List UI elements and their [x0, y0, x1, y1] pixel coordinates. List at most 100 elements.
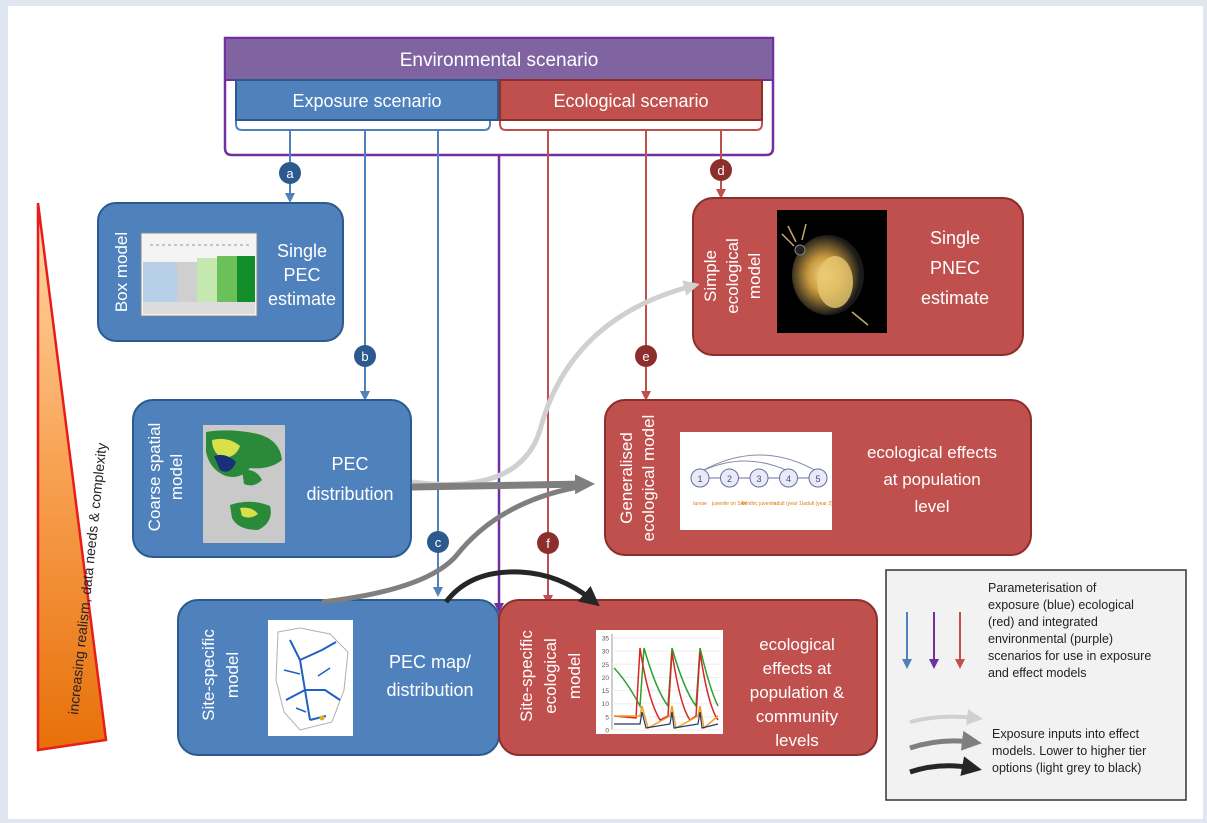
life-stage-number: 3 — [756, 474, 761, 484]
mid-grey-arrow-lower — [321, 483, 585, 605]
box-model-line-3: estimate — [268, 289, 336, 309]
marker-b: b — [354, 345, 376, 367]
life-stage-label: juvenile on SAV — [711, 501, 748, 507]
life-stage-number: 2 — [727, 474, 732, 484]
generalised-line-1: ecological effects — [867, 443, 997, 462]
svg-text:a: a — [286, 166, 294, 181]
site-exposure-side-label-1: Site-specific — [199, 629, 218, 721]
exposure-scenario: Exposure scenario — [235, 79, 499, 131]
mid-grey-arrow-upper — [411, 474, 595, 495]
life-stage-label: benthic juvenile — [742, 501, 777, 507]
time-series-tick-label: 35 — [602, 636, 610, 643]
simple-model-side-label-1: Simple — [701, 250, 720, 302]
scenario-connectors — [285, 130, 726, 613]
environmental-bar — [224, 37, 774, 81]
exposure-bar — [235, 79, 499, 121]
legend-param-line-1: Parameterisation of — [988, 581, 1097, 595]
life-stage-label: adult (year 2) — [803, 501, 833, 507]
site-ecological-side-label-2: ecological — [541, 638, 560, 714]
coarse-model-line-1: PEC — [331, 454, 368, 474]
marker-f: f — [537, 532, 559, 554]
marker-d: d — [710, 159, 732, 181]
ecological-bar — [499, 79, 763, 121]
life-stage-number: 1 — [697, 474, 702, 484]
life-stage-number: 4 — [786, 474, 791, 484]
legend-exposure-line-1: Exposure inputs into effect — [992, 727, 1140, 741]
exposure-bracket — [235, 80, 491, 131]
svg-text:c: c — [435, 535, 442, 550]
environmental-bracket — [223, 36, 775, 157]
daphnia-image — [777, 210, 887, 333]
life-stage-circle — [808, 468, 828, 488]
coarse-model-line-2: distribution — [306, 484, 393, 504]
ecological-scenario: Ecological scenario — [499, 79, 763, 131]
svg-text:f: f — [546, 536, 550, 551]
svg-text:b: b — [361, 349, 368, 364]
life-stage-number: 5 — [815, 474, 820, 484]
generalised-side-label-1: Generalised — [617, 432, 636, 524]
legend-mid-arrow — [909, 730, 982, 751]
marker-a: a — [279, 162, 301, 184]
generalised-line-3: level — [915, 497, 950, 516]
svg-text:d: d — [717, 163, 724, 178]
simple-model-line-1: Single — [930, 228, 980, 248]
markers: a b c d e f — [279, 159, 732, 554]
time-series-tick-label: 10 — [602, 701, 610, 708]
site-ecological-line-2: effects at — [763, 659, 832, 678]
site-ecological-line-1: ecological — [759, 635, 835, 654]
time-series-tick-label: 5 — [605, 714, 609, 721]
coarse-map-image — [203, 425, 285, 543]
legend-exposure-line-3: options (light grey to black) — [992, 761, 1141, 775]
light-grey-arrow — [411, 280, 700, 487]
site-exposure-line-1: PEC map/ — [389, 652, 471, 672]
ecological-bracket — [499, 118, 763, 131]
black-arrow — [444, 569, 600, 607]
box-model-side-label: Box model — [112, 232, 131, 312]
exposure-input-arrows — [321, 280, 700, 607]
legend-exposure-line-2: models. Lower to higher tier — [992, 744, 1146, 758]
ecological-scenario-label: Ecological scenario — [553, 91, 708, 111]
site-ecological-line-3: population & — [750, 683, 845, 702]
simple-ecological-model: Simple ecological model Single PNEC esti… — [692, 197, 1024, 356]
site-exposure-line-2: distribution — [386, 680, 473, 700]
legend-param-line-5: scenarios for use in exposure — [988, 649, 1151, 663]
marker-e: e — [635, 345, 657, 367]
marker-c: c — [427, 531, 449, 553]
exposure-scenario-label: Exposure scenario — [292, 91, 441, 111]
generalised-side-label-2: ecological model — [639, 415, 658, 542]
life-stage-label: adult (year 1) — [774, 501, 804, 507]
time-series-tick-label: 0 — [605, 728, 609, 735]
generalised-line-2: at population — [883, 470, 980, 489]
svg-text:e: e — [642, 349, 649, 364]
site-specific-exposure-model: Site-specific model PEC map/ distributio… — [177, 599, 500, 756]
legend-param-line-3: (red) and integrated — [988, 615, 1098, 629]
box-model-line-2: PEC — [283, 265, 320, 285]
time-series-tick-label: 30 — [602, 649, 610, 656]
coarse-spatial-model: Coarse spatial model PEC distribution — [132, 399, 412, 558]
environmental-scenario-label: Environmental scenario — [400, 50, 599, 71]
coarse-model-side-label-1: Coarse spatial — [145, 423, 164, 532]
environmental-scenario: Environmental scenario — [223, 36, 775, 157]
simple-model-side-label-3: model — [745, 253, 764, 299]
legend-param-line-6: and effect models — [988, 666, 1086, 680]
legend-dark-arrow — [909, 756, 982, 776]
coarse-model-side-label-2: model — [167, 454, 186, 500]
simple-model-side-label-2: ecological — [723, 238, 742, 314]
time-series-tick-label: 25 — [602, 662, 610, 669]
time-series-image: 35 30 25 20 15 10 5 0 — [596, 630, 723, 735]
legend: Parameterisation of exposure (blue) ecol… — [885, 569, 1187, 801]
site-ecological-side-label-3: model — [565, 653, 584, 699]
generalised-ecological-model: Generalised ecological model 1larvae2juv… — [604, 399, 1032, 556]
legend-param-line-2: exposure (blue) ecological — [988, 598, 1134, 612]
site-ecological-line-5: levels — [775, 731, 818, 750]
simple-model-line-3: estimate — [921, 288, 989, 308]
legend-param-line-4: environmental (purple) — [988, 632, 1113, 646]
time-series-tick-label: 20 — [602, 675, 610, 682]
time-series-tick-label: 15 — [602, 688, 610, 695]
site-specific-ecological-model: Site-specific ecological model 353025201… — [498, 599, 878, 756]
simple-model-line-2: PNEC — [930, 258, 980, 278]
legend-light-arrow — [909, 709, 983, 726]
